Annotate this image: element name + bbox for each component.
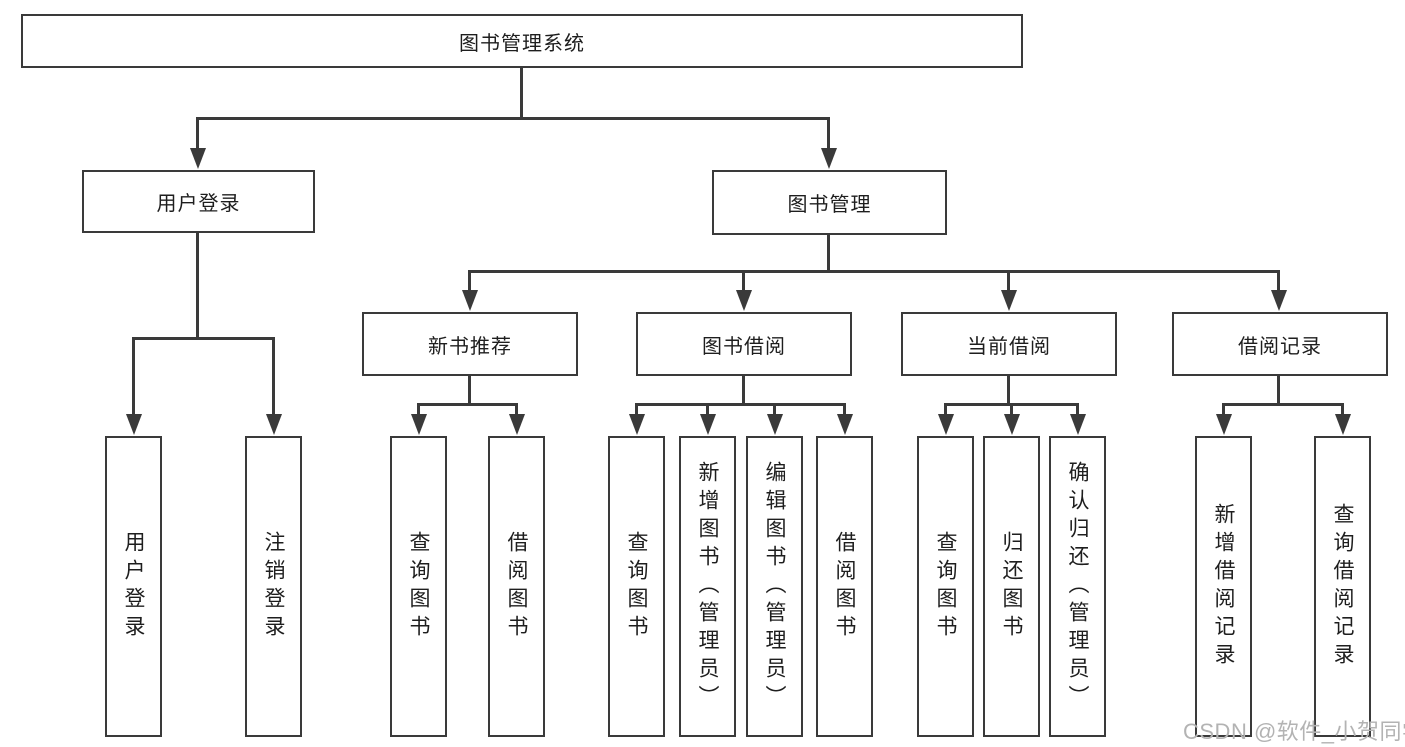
- node-label: 用户登录: [156, 193, 241, 215]
- edge-line: [132, 337, 275, 340]
- leaf-bb-edit-book-admin: 编辑图书（管理员）: [746, 436, 803, 737]
- edge-line: [515, 403, 518, 417]
- node-label: 新书推荐: [428, 335, 512, 358]
- leaf-logout-login: 注销登录: [245, 436, 302, 737]
- leaf-cb-query-books: 查询图书: [917, 436, 974, 737]
- arrow-down-icon: [837, 414, 853, 435]
- arrow-down-icon: [700, 414, 716, 435]
- edge-line: [742, 376, 745, 406]
- arrow-down-icon: [821, 148, 837, 169]
- node-label: 图书借阅: [702, 335, 786, 358]
- edge-line: [520, 68, 523, 118]
- leaf-label: 借阅图书: [505, 530, 528, 643]
- node-borrowing-records: 借阅记录: [1172, 312, 1388, 376]
- leaf-nbr-borrow-books: 借阅图书: [488, 436, 545, 737]
- edge-line: [417, 403, 420, 417]
- edge-line: [773, 403, 776, 417]
- edge-line: [196, 117, 830, 120]
- edge-line: [468, 270, 471, 292]
- edge-line: [132, 337, 135, 415]
- edge-line: [1007, 270, 1010, 292]
- arrow-down-icon: [411, 414, 427, 435]
- leaf-label: 查询图书: [934, 530, 957, 643]
- edge-line: [1007, 376, 1010, 406]
- node-label: 图书管理: [787, 194, 872, 216]
- arrow-down-icon: [509, 414, 525, 435]
- edge-line: [635, 403, 845, 406]
- arrow-down-icon: [1001, 290, 1017, 311]
- arrow-down-icon: [462, 290, 478, 311]
- arrow-down-icon: [1070, 414, 1086, 435]
- edge-line: [1222, 403, 1343, 406]
- edge-line: [196, 117, 199, 151]
- leaf-br-add-record: 新增借阅记录: [1195, 436, 1252, 737]
- leaf-cb-return-books: 归还图书: [983, 436, 1040, 737]
- edge-line: [1341, 403, 1344, 417]
- leaf-label: 确认归还（管理员）: [1066, 460, 1089, 713]
- leaf-nbr-query-books: 查询图书: [390, 436, 447, 737]
- edge-line: [417, 403, 518, 406]
- edge-line: [1076, 403, 1079, 417]
- edge-line: [827, 117, 830, 151]
- arrow-down-icon: [126, 414, 142, 435]
- leaf-bb-borrow-books: 借阅图书: [816, 436, 873, 737]
- edge-line: [1010, 403, 1013, 417]
- edge-line: [843, 403, 846, 417]
- leaf-label: 新增借阅记录: [1212, 502, 1235, 671]
- leaf-user-login: 用户登录: [105, 436, 162, 737]
- node-book-borrowing: 图书借阅: [636, 312, 852, 376]
- node-current-borrowing: 当前借阅: [901, 312, 1117, 376]
- arrow-down-icon: [629, 414, 645, 435]
- arrow-down-icon: [736, 290, 752, 311]
- leaf-br-query-record: 查询借阅记录: [1314, 436, 1371, 737]
- node-label: 当前借阅: [967, 335, 1051, 358]
- edge-line: [468, 376, 471, 406]
- csdn-watermark: CSDN @软件_小贺同学: [1183, 719, 1405, 744]
- edge-line: [196, 233, 199, 340]
- arrow-down-icon: [1271, 290, 1287, 311]
- leaf-label: 查询图书: [407, 530, 430, 643]
- node-new-book-recommendation: 新书推荐: [362, 312, 578, 376]
- leaf-label: 注销登录: [262, 530, 285, 643]
- edge-line: [944, 403, 947, 417]
- leaf-label: 归还图书: [1000, 530, 1023, 643]
- node-library-management-system: 图书管理系统: [21, 14, 1023, 68]
- leaf-bb-query-books: 查询图书: [608, 436, 665, 737]
- arrow-down-icon: [1004, 414, 1020, 435]
- leaf-bb-add-book-admin: 新增图书（管理员）: [679, 436, 736, 737]
- node-user-login: 用户登录: [82, 170, 315, 233]
- edge-line: [1277, 270, 1280, 292]
- edge-line: [827, 235, 830, 273]
- arrow-down-icon: [190, 148, 206, 169]
- leaf-cb-confirm-return-admin: 确认归还（管理员）: [1049, 436, 1106, 737]
- arrow-down-icon: [1216, 414, 1232, 435]
- leaf-label: 借阅图书: [833, 530, 856, 643]
- edge-line: [742, 270, 745, 292]
- arrow-down-icon: [1335, 414, 1351, 435]
- node-label: 图书管理系统: [459, 32, 585, 55]
- leaf-label: 编辑图书（管理员）: [763, 460, 786, 713]
- leaf-label: 新增图书（管理员）: [696, 460, 719, 713]
- edge-line: [1222, 403, 1225, 417]
- edge-line: [706, 403, 709, 417]
- arrow-down-icon: [938, 414, 954, 435]
- leaf-label: 查询借阅记录: [1331, 502, 1354, 671]
- edge-line: [635, 403, 638, 417]
- edge-line: [1277, 376, 1280, 406]
- leaf-label: 查询图书: [625, 530, 648, 643]
- edge-line: [468, 270, 1280, 273]
- edge-line: [272, 337, 275, 415]
- arrow-down-icon: [266, 414, 282, 435]
- node-book-management: 图书管理: [712, 170, 947, 235]
- leaf-label: 用户登录: [122, 530, 145, 643]
- node-label: 借阅记录: [1238, 335, 1322, 358]
- arrow-down-icon: [767, 414, 783, 435]
